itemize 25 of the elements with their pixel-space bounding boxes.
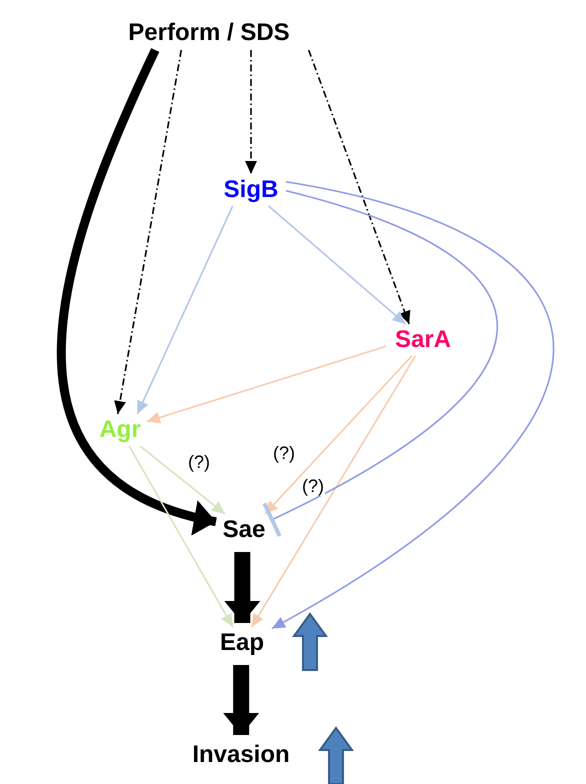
arrow [272,180,554,630]
arrow [264,355,412,515]
arrow [250,356,416,628]
arrow [136,206,234,414]
node-label: Agr [93,414,147,446]
edge-label: (?) [301,476,325,496]
arrow [114,50,182,414]
thick-arrow [57,48,218,534]
node-label: Invasion [180,739,302,771]
edge-label: (?) [187,452,211,472]
arrow [308,50,410,324]
arrow [268,205,406,325]
node-label: Perform / SDS [103,16,315,50]
node-label: Eap [212,627,272,659]
thick-arrow [223,665,260,735]
arrow [245,50,257,174]
arrow [146,346,386,424]
node-label: SarA [386,324,460,356]
node-label: SigB [216,174,286,206]
arrow [128,446,234,628]
arrow [140,445,226,515]
inhibition-line [262,190,498,538]
edge-label: (?) [272,443,296,463]
thick-arrow [224,552,260,623]
node-label: Sae [216,514,272,546]
